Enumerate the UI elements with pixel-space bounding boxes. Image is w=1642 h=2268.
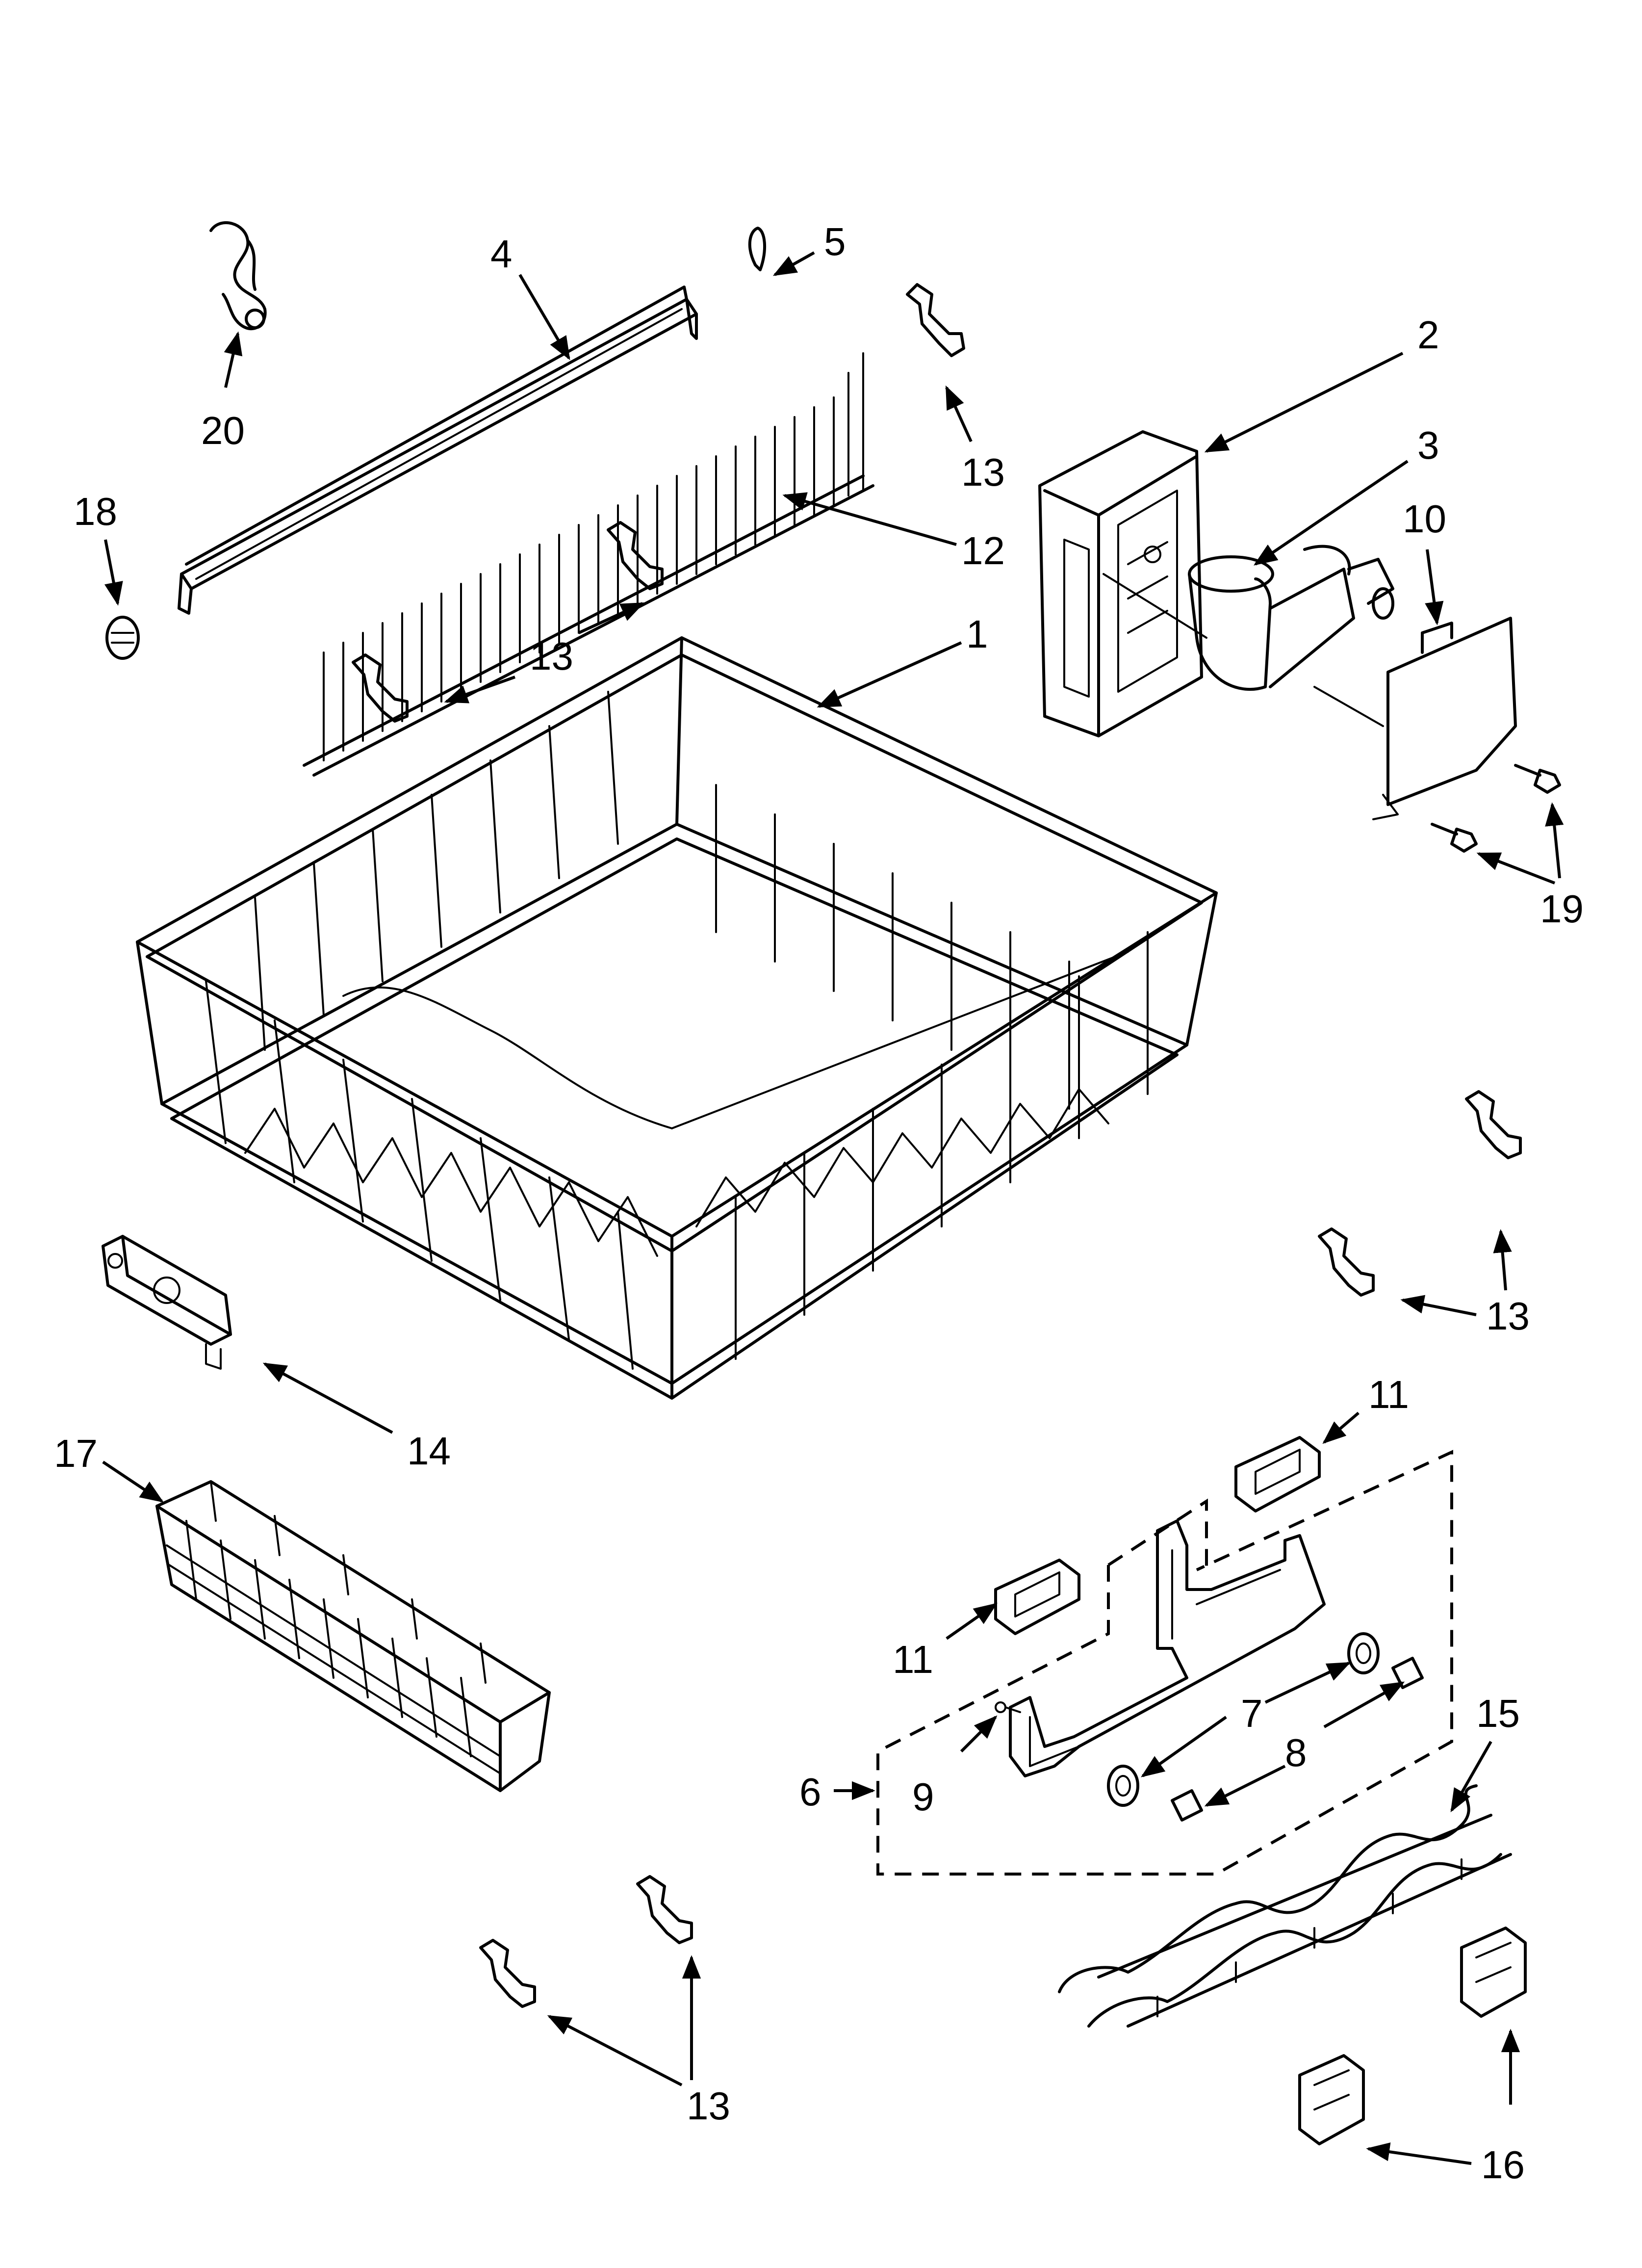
callout-7: 7 <box>1241 1692 1263 1735</box>
part-13-clip-bottom-a <box>636 1875 693 1944</box>
leader-20 <box>224 331 243 388</box>
callout-4: 4 <box>490 232 513 276</box>
leader-7-a <box>1264 1662 1351 1704</box>
callout-5: 5 <box>824 220 846 263</box>
callout-17: 17 <box>54 1432 98 1475</box>
leader-8-a <box>1323 1681 1405 1728</box>
part-13-clip-right-b <box>1318 1227 1375 1297</box>
leader-4 <box>518 274 570 361</box>
part-16-clip-a <box>1460 1927 1527 2018</box>
part-11-slider-b <box>994 1559 1080 1635</box>
part-19-screw-a <box>1514 764 1561 794</box>
leader-13-rack-b <box>444 676 516 704</box>
part-10-panel <box>1313 617 1517 820</box>
leader-13-right-a <box>1493 1229 1512 1291</box>
callout-11-upper: 11 <box>1368 1373 1409 1416</box>
callout-13-rack: 13 <box>530 634 573 678</box>
leader-13-top <box>945 385 973 443</box>
callout-2: 2 <box>1417 313 1439 357</box>
part-17-basket <box>155 1480 551 1792</box>
leader-18 <box>104 539 123 606</box>
part-6-frame <box>1009 1519 1326 1777</box>
callout-16: 16 <box>1481 2143 1525 2187</box>
part-16-clip-b <box>1298 2054 1365 2145</box>
leader-9 <box>960 1715 998 1753</box>
part-5-pin <box>748 227 767 271</box>
part-8-axle-b <box>1171 1789 1203 1822</box>
part-13-clip-top <box>906 283 965 357</box>
callout-8: 8 <box>1285 1731 1307 1774</box>
callout-14: 14 <box>407 1429 451 1473</box>
callout-3: 3 <box>1417 423 1439 467</box>
leader-13-bottom-b <box>547 2015 683 2086</box>
leader-19-b <box>1476 852 1556 885</box>
leader-16-b <box>1366 2142 1472 2165</box>
leader-3 <box>1254 460 1409 566</box>
part-7-wheel-a <box>1347 1632 1380 1674</box>
part-20-clip <box>209 221 267 330</box>
leader-7-b <box>1141 1716 1227 1777</box>
callout-11-lower: 11 <box>893 1638 933 1681</box>
callout-13-bottom: 13 <box>687 2084 730 2128</box>
callout-18: 18 <box>74 490 117 533</box>
leader-11-a <box>1322 1411 1360 1444</box>
part-13-clip-right-a <box>1465 1090 1522 1159</box>
callout-10: 10 <box>1403 497 1446 541</box>
part-15-wire <box>1058 1784 1512 2028</box>
leader-1 <box>817 641 962 708</box>
leader-13-rack-a <box>578 602 645 634</box>
part-6-assembly-boundary <box>876 1450 1453 1876</box>
leader-12 <box>782 492 957 546</box>
part-13-clip-bottom-b <box>479 1939 536 2008</box>
leader-17 <box>102 1460 164 1503</box>
part-4-rail <box>178 286 698 615</box>
part-8-axle-a <box>1391 1657 1424 1689</box>
part-11-slider-a <box>1234 1436 1321 1512</box>
part-1-rack <box>136 636 1218 1400</box>
callout-9: 9 <box>912 1775 934 1819</box>
callout-13: 13 <box>961 450 1005 494</box>
leader-15 <box>1450 1741 1492 1813</box>
leader-19-a <box>1545 802 1564 879</box>
leader-11-b <box>946 1603 998 1640</box>
callout-19: 19 <box>1540 887 1584 931</box>
leader-5 <box>772 251 815 276</box>
leader-13-right-b <box>1400 1295 1477 1316</box>
leader-2 <box>1204 352 1404 453</box>
part-14-adjuster <box>102 1235 232 1370</box>
leader-8-b <box>1204 1765 1286 1807</box>
part-19-screw-b <box>1431 823 1478 853</box>
part-2-housing <box>1038 430 1207 737</box>
part-13-clip-rack-a <box>607 521 664 590</box>
callout-20: 20 <box>201 409 245 452</box>
callout-15: 15 <box>1476 1692 1520 1735</box>
leader-10 <box>1425 549 1444 626</box>
callout-12: 12 <box>961 529 1005 573</box>
part-12-tine-row <box>303 352 874 777</box>
callout-6: 6 <box>799 1770 821 1814</box>
part-13-clip-rack-b <box>352 653 409 723</box>
part-3-sprayer <box>1188 545 1394 691</box>
part-9-screw <box>995 1701 1021 1713</box>
part-7-wheel-b <box>1107 1765 1139 1807</box>
leader-14 <box>262 1362 393 1434</box>
part-6-inner-boundary <box>1107 1498 1208 1570</box>
callout-1: 1 <box>966 612 988 656</box>
part-18-cap <box>105 616 140 660</box>
callout-13-right: 13 <box>1486 1294 1530 1338</box>
